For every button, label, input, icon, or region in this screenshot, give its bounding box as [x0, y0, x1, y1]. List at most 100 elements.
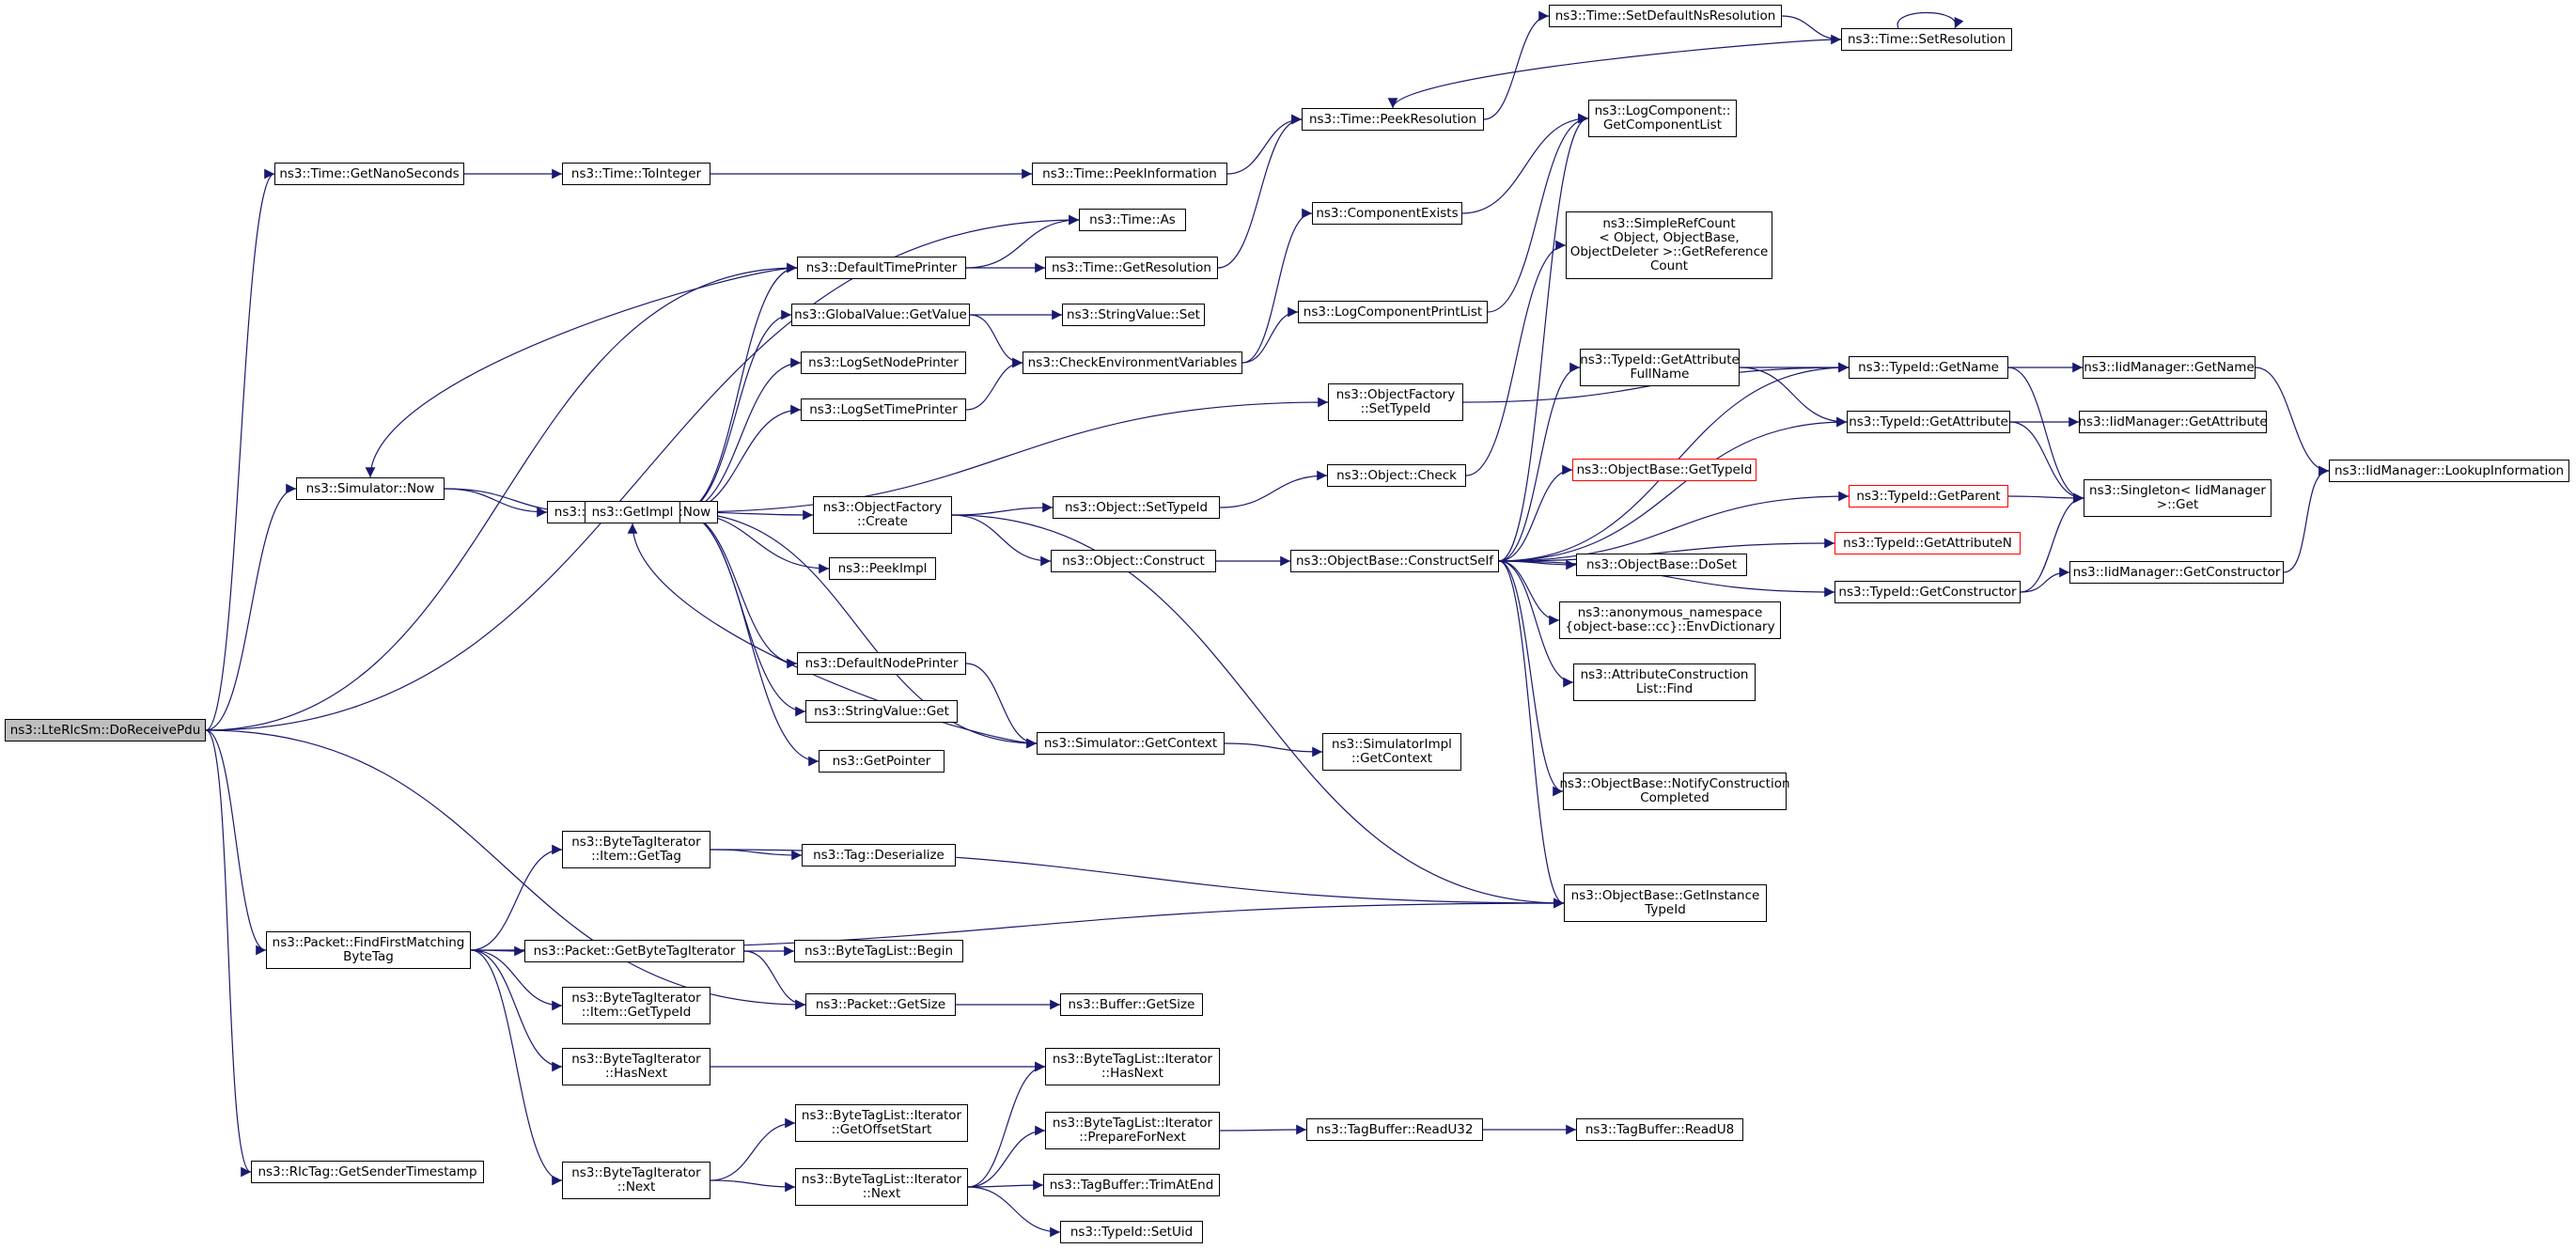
node-tbTrim[interactable]: ns3::TagBuffer::TrimAtEnd [1043, 1174, 1220, 1196]
node-attrConsFind[interactable]: ns3::AttributeConstruction List::Find [1573, 664, 1756, 701]
node-iidLookup[interactable]: ns3::IidManager::LookupInformation [2329, 460, 2569, 482]
node-checkEnv[interactable]: ns3::CheckEnvironmentVariables [1023, 351, 1242, 374]
node-label: ns3::ByteTagIterator ::HasNext [571, 1052, 701, 1081]
edge-iidGetCtor-iidLookup [2283, 465, 2330, 573]
node-btlItOffset[interactable]: ns3::ByteTagList::Iterator ::GetOffsetSt… [795, 1104, 968, 1142]
node-timeGetNano[interactable]: ns3::Time::GetNanoSeconds [274, 163, 464, 185]
node-anonEnv[interactable]: ns3::anonymous_namespace {object-base::c… [1559, 601, 1781, 639]
node-ofSetTypeId[interactable]: ns3::ObjectFactory ::SetTypeId [1328, 383, 1463, 421]
node-svSet[interactable]: ns3::StringValue::Set [1062, 304, 1205, 326]
node-label: ns3::IidManager::GetConstructor [2072, 564, 2281, 580]
edge-timeGetRes-timePeekRes [1217, 114, 1303, 269]
node-label: ns3::Packet::GetSize [815, 996, 946, 1012]
edge-objSetTypeId-objCheck [1219, 470, 1328, 508]
node-obGetTypeId[interactable]: ns3::ObjectBase::GetTypeId [1572, 459, 1756, 481]
node-label: ns3::ByteTagList::Begin [804, 943, 954, 959]
edge-pktFind-btiHasNext [470, 949, 563, 1072]
edge-pktFind-btiItemTid [470, 949, 563, 1011]
node-getPointer[interactable]: ns3::GetPointer [819, 750, 945, 773]
node-logCompPrint[interactable]: ns3::LogComponentPrintList [1298, 301, 1488, 323]
node-tbReadU32[interactable]: ns3::TagBuffer::ReadU32 [1306, 1118, 1483, 1141]
node-objConstruct[interactable]: ns3::Object::Construct [1051, 550, 1216, 572]
node-tbReadU8[interactable]: ns3::TagBuffer::ReadU8 [1576, 1118, 1743, 1141]
node-tidSetUid[interactable]: ns3::TypeId::SetUid [1060, 1221, 1203, 1243]
node-label: ns3::StringValue::Get [814, 703, 949, 719]
node-obConstructSelf[interactable]: ns3::ObjectBase::ConstructSelf [1290, 550, 1499, 572]
node-getImpl[interactable]: ns3::GetImpl [585, 501, 680, 523]
node-label: ns3::AttributeConstruction List::Find [1580, 667, 1749, 696]
node-label: ns3::Buffer::GetSize [1068, 996, 1195, 1012]
node-defNodePrinter[interactable]: ns3::DefaultNodePrinter [797, 652, 966, 675]
node-timeAs[interactable]: ns3::Time::As [1079, 209, 1186, 231]
node-btiGetTag[interactable]: ns3::ByteTagIterator ::Item::GetTag [562, 831, 710, 868]
node-btlBegin[interactable]: ns3::ByteTagList::Begin [794, 940, 963, 962]
node-compExists[interactable]: ns3::ComponentExists [1312, 202, 1462, 225]
node-tidGetName[interactable]: ns3::TypeId::GetName [1849, 356, 2008, 379]
node-peekImpl[interactable]: ns3::PeekImpl [829, 557, 936, 580]
node-tidGetAttrN[interactable]: ns3::TypeId::GetAttributeN [1834, 532, 2021, 554]
node-label: ns3::TypeId::SetUid [1069, 1224, 1194, 1240]
node-tidGetAttr[interactable]: ns3::TypeId::GetAttribute [1847, 411, 2010, 433]
node-timeGetRes[interactable]: ns3::Time::GetResolution [1045, 257, 1218, 279]
node-objCheck[interactable]: ns3::Object::Check [1327, 464, 1466, 487]
node-btlItNext[interactable]: ns3::ByteTagList::Iterator ::Next [795, 1168, 968, 1206]
node-timePeekInfo[interactable]: ns3::Time::PeekInformation [1032, 163, 1227, 185]
node-label: ns3::LteRlcSm::DoReceivePdu [9, 722, 201, 738]
node-gvGetValue[interactable]: ns3::GlobalValue::GetValue [791, 304, 970, 326]
node-timePeekRes[interactable]: ns3::Time::PeekResolution [1302, 108, 1484, 131]
node-timeSetRes[interactable]: ns3::Time::SetResolution [1841, 28, 2012, 51]
node-objSetTypeId[interactable]: ns3::Object::SetTypeId [1053, 496, 1220, 519]
node-iidGetName[interactable]: ns3::IidManager::GetName [2083, 356, 2256, 379]
node-iidGetCtor[interactable]: ns3::IidManager::GetConstructor [2069, 561, 2284, 584]
node-bufGetSize[interactable]: ns3::Buffer::GetSize [1060, 993, 1203, 1016]
edge-btlItNext-btlItHasNext [967, 1061, 1046, 1188]
node-label: ns3::ByteTagIterator ::Item::GetTag [571, 835, 701, 864]
node-logSetNode[interactable]: ns3::LogSetNodePrinter [801, 351, 966, 374]
node-label: ns3::ObjectFactory ::SetTypeId [1335, 387, 1456, 416]
node-srcGetRef[interactable]: ns3::SimpleRefCount < Object, ObjectBase… [1566, 211, 1772, 279]
node-pktGetSize[interactable]: ns3::Packet::GetSize [805, 993, 956, 1016]
node-pktFind[interactable]: ns3::Packet::FindFirstMatching ByteTag [266, 931, 471, 969]
node-label: ns3::Time::ToInteger [570, 165, 702, 181]
node-tidGetCtor[interactable]: ns3::TypeId::GetConstructor [1834, 581, 2021, 603]
node-label: ns3::Time::As [1089, 211, 1176, 227]
node-simGetContext[interactable]: ns3::Simulator::GetContext [1037, 732, 1225, 755]
node-defTimePrinter[interactable]: ns3::DefaultTimePrinter [797, 257, 966, 279]
node-btlItHasNext[interactable]: ns3::ByteTagList::Iterator ::HasNext [1045, 1048, 1220, 1085]
node-obGetInst[interactable]: ns3::ObjectBase::GetInstance TypeId [1564, 884, 1767, 922]
node-tagDeser[interactable]: ns3::Tag::Deserialize [802, 844, 956, 866]
edge-checkEnv-logCompPrint [1241, 306, 1299, 364]
node-btlItPrep[interactable]: ns3::ByteTagList::Iterator ::PrepareForN… [1045, 1112, 1220, 1149]
node-tidGetParent[interactable]: ns3::TypeId::GetParent [1849, 485, 2008, 507]
node-rlcGetTs[interactable]: ns3::RlcTag::GetSenderTimestamp [251, 1161, 484, 1183]
node-label: ns3::TypeId::GetAttribute FullName [1580, 352, 1740, 382]
node-label: ns3::IidManager::GetName [2084, 359, 2255, 375]
node-logSetTime[interactable]: ns3::LogSetTimePrinter [801, 398, 966, 421]
edge-tidGetAttrFull-tidGetAttr [1739, 367, 1848, 428]
node-simImplGetContext[interactable]: ns3::SimulatorImpl ::GetContext [1322, 733, 1461, 771]
node-obNotify[interactable]: ns3::ObjectBase::NotifyConstruction Comp… [1559, 773, 1790, 810]
node-btiNext[interactable]: ns3::ByteTagIterator ::Next [562, 1162, 710, 1199]
node-timeSetDefRes[interactable]: ns3::Time::SetDefaultNsResolution [1549, 5, 1782, 27]
node-tidGetAttrFull[interactable]: ns3::TypeId::GetAttribute FullName [1580, 349, 1740, 386]
edge-logCompPrint-logGetList [1487, 113, 1589, 313]
node-simNow[interactable]: ns3::Simulator::Now [296, 477, 445, 500]
edge-root-defTimePrinter [205, 262, 798, 731]
node-label: ns3::ObjectBase::ConstructSelf [1296, 553, 1493, 569]
node-pktGetBti[interactable]: ns3::Packet::GetByteTagIterator [524, 940, 744, 962]
node-label: ns3::ByteTagIterator ::Item::GetTypeId [571, 991, 701, 1020]
node-label: ns3::LogComponentPrintList [1303, 304, 1483, 320]
node-obDoSet[interactable]: ns3::ObjectBase::DoSet [1576, 554, 1747, 576]
node-btiItemTid[interactable]: ns3::ByteTagIterator ::Item::GetTypeId [562, 987, 710, 1024]
node-btiHasNext[interactable]: ns3::ByteTagIterator ::HasNext [562, 1048, 710, 1085]
edge-obConstructSelf-obGetTypeId [1498, 464, 1573, 562]
node-ofCreate[interactable]: ns3::ObjectFactory ::Create [813, 496, 952, 534]
node-svGet[interactable]: ns3::StringValue::Get [805, 700, 958, 723]
node-label: ns3::TagBuffer::TrimAtEnd [1049, 1177, 1214, 1193]
edge-tidGetAttr-singletonGet [2009, 421, 2084, 504]
node-timeToInteger[interactable]: ns3::Time::ToInteger [562, 163, 710, 185]
node-singletonGet[interactable]: ns3::Singleton< IidManager >::Get [2084, 479, 2272, 517]
node-logGetList[interactable]: ns3::LogComponent:: GetComponentList [1588, 100, 1737, 137]
node-iidGetAttr[interactable]: ns3::IidManager::GetAttribute [2078, 411, 2268, 433]
